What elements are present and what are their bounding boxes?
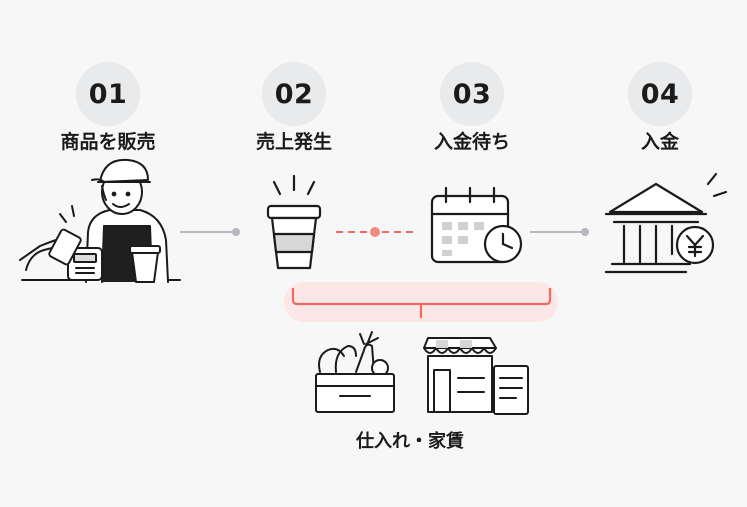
step-label-2: 売上発生 (255, 131, 332, 153)
step-number-circle-2: 02 (262, 62, 326, 126)
calendar-clock-icon (430, 186, 523, 264)
step-number-4: 04 (640, 78, 680, 110)
step-number-1: 01 (88, 78, 128, 110)
connector-line-3 (530, 228, 589, 236)
vegetable-crate-icon (315, 331, 395, 413)
expense-bracket (284, 282, 558, 322)
step-number-circle-1: 01 (76, 62, 140, 126)
step-label-1: 商品を販売 (60, 131, 156, 153)
connector-line-1 (180, 228, 240, 236)
step-label-4: 入金 (640, 131, 679, 153)
shop-store-icon (423, 337, 529, 415)
bank-yen-icon (604, 172, 728, 274)
step-number-circle-4: 04 (628, 62, 692, 126)
cashier-icon (19, 158, 181, 283)
expenses-label: 仕入れ・家賃 (356, 431, 464, 452)
connector-dashed-accent (336, 227, 416, 237)
step-number-3: 03 (452, 78, 492, 110)
step-number-2: 02 (274, 78, 314, 110)
step-label-3: 入金待ち (433, 131, 510, 153)
coffee-cup-icon (266, 174, 322, 270)
step-number-circle-3: 03 (440, 62, 504, 126)
